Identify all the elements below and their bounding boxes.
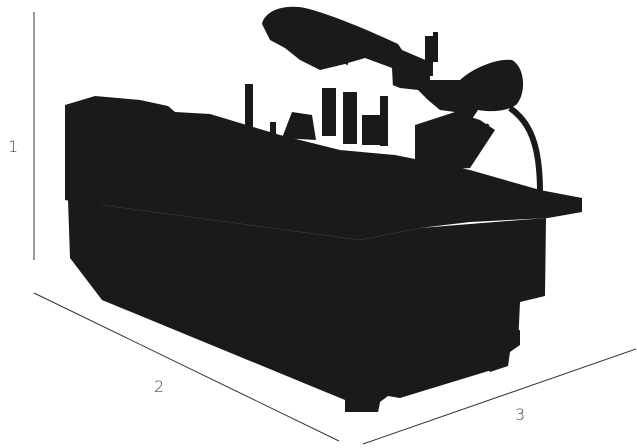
upright-post (425, 36, 433, 76)
saw-arm (262, 6, 524, 125)
hydraulic-hose (508, 105, 543, 193)
length-dimension-label: 2 (154, 377, 164, 396)
small-guide (270, 122, 276, 136)
width-dimension-line (362, 348, 637, 445)
right-base (480, 330, 520, 372)
dimension-lines (33, 12, 637, 445)
right-console (415, 112, 495, 170)
bandsaw-machine-silhouette-icon (65, 6, 582, 412)
upright-post-2 (433, 32, 438, 62)
width-dimension-label: 3 (515, 405, 525, 424)
base-plinth (102, 270, 380, 412)
vise-wedge (282, 112, 316, 140)
cabinet-front (65, 108, 546, 412)
length-dimension-line (33, 292, 340, 442)
saw-arm-window (348, 58, 393, 90)
guide-column-2 (322, 88, 336, 136)
vise-block (362, 115, 380, 145)
cabinet-top (65, 96, 582, 240)
guide-column-3 (343, 92, 357, 144)
guide-column-1 (245, 84, 253, 130)
cabinet-left-side (65, 108, 102, 300)
height-dimension-label: 1 (8, 137, 18, 156)
guide-column-4 (380, 96, 388, 146)
